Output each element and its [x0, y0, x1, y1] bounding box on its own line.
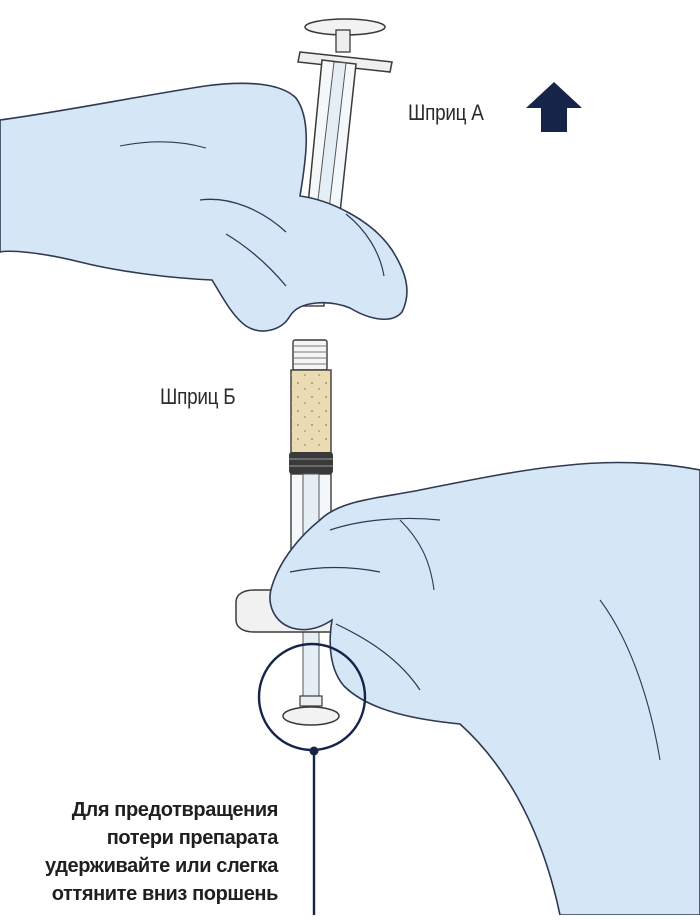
- syringe-a-label: Шприц А: [408, 100, 484, 126]
- note-line: потери препарата: [0, 824, 278, 852]
- lower-gloved-hand: [270, 463, 700, 915]
- syringe-b-label: Шприц Б: [160, 384, 235, 410]
- instruction-note: Для предотвращения потери препарата удер…: [0, 796, 278, 908]
- note-line: удерживайте или слегка: [0, 852, 278, 880]
- arrow-up-icon: [526, 82, 582, 132]
- note-line: оттяните вниз поршень: [0, 880, 278, 908]
- note-line: Для предотвращения: [0, 796, 278, 824]
